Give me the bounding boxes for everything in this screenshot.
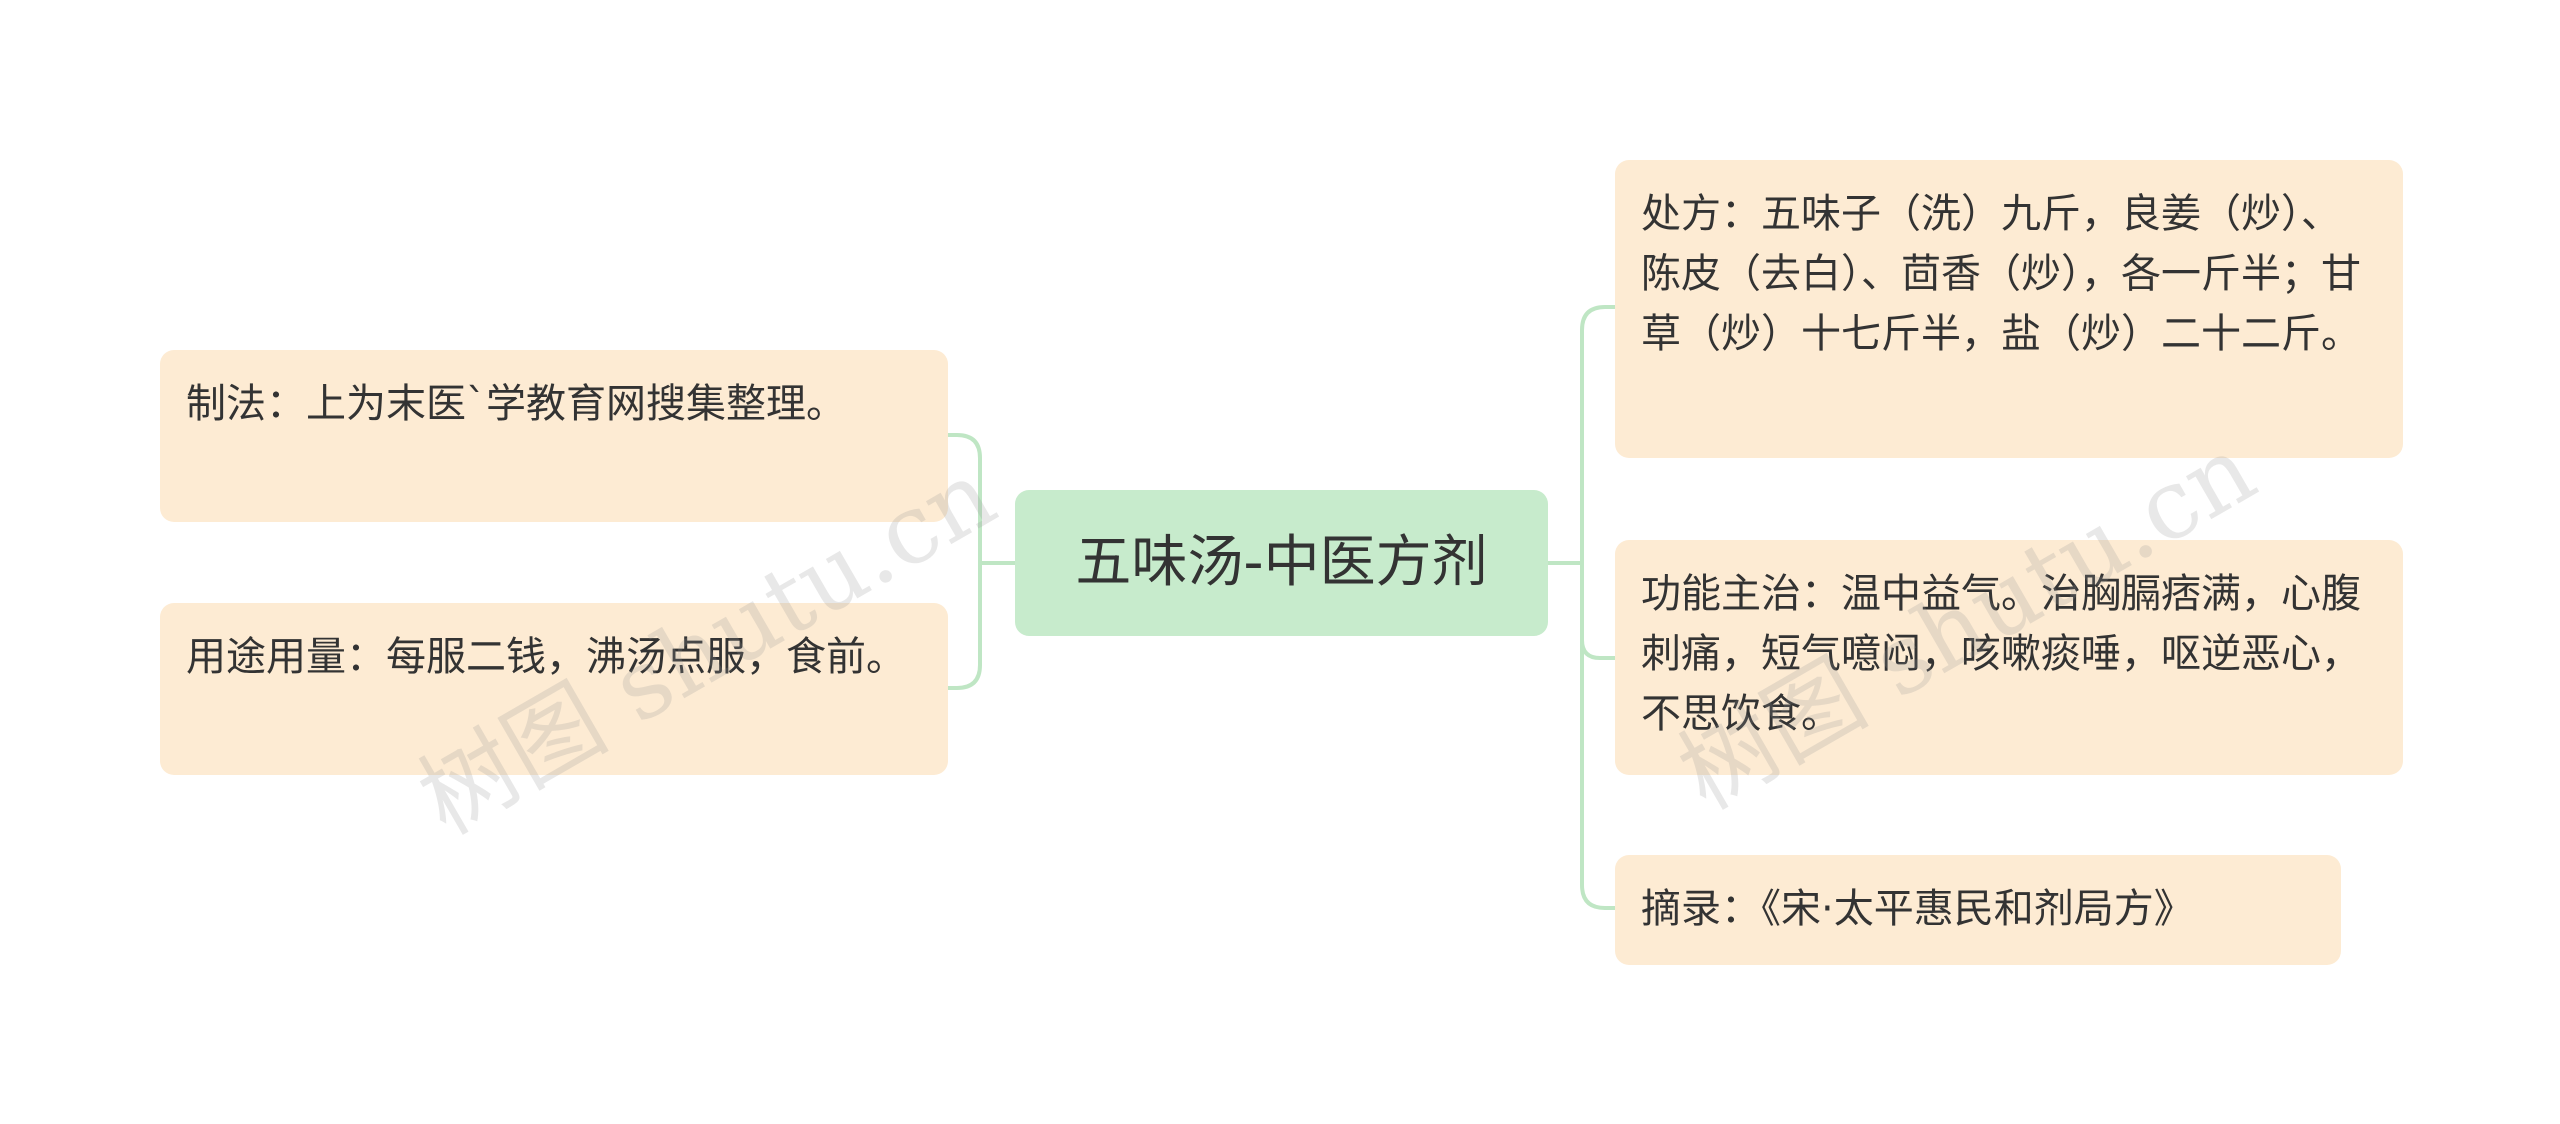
topic-source-text: 摘录：《宋·太平惠民和剂局方》 xyxy=(1641,886,2194,932)
root-topic[interactable]: 五味汤-中医方剂 xyxy=(1015,490,1548,636)
topic-preparation[interactable]: 制法：上为末医`学教育网搜集整理。 xyxy=(160,350,948,522)
topic-source[interactable]: 摘录：《宋·太平惠民和剂局方》 xyxy=(1615,855,2341,965)
topic-preparation-text: 制法：上为末医`学教育网搜集整理。 xyxy=(186,381,846,427)
connector-right-spine xyxy=(1580,305,1615,910)
topic-usage-dosage-text: 用途用量：每服二钱，沸汤点服，食前。 xyxy=(186,634,906,680)
topic-prescription-text: 处方：五味子（洗）九斤，良姜（炒）、陈皮（去白）、茴香（炒），各一斤半；甘草（炒… xyxy=(1641,191,2361,357)
connector-left-spine xyxy=(948,433,982,690)
topic-indications[interactable]: 功能主治：温中益气。治胸膈痞满，心腹刺痛，短气噫闷，咳嗽痰唾，呕逆恶心，不思饮食… xyxy=(1615,540,2403,775)
topic-indications-text: 功能主治：温中益气。治胸膈痞满，心腹刺痛，短气噫闷，咳嗽痰唾，呕逆恶心，不思饮食… xyxy=(1641,571,2361,737)
root-topic-label: 五味汤-中医方剂 xyxy=(1075,530,1488,595)
topic-prescription[interactable]: 处方：五味子（洗）九斤，良姜（炒）、陈皮（去白）、茴香（炒），各一斤半；甘草（炒… xyxy=(1615,160,2403,458)
topic-usage-dosage[interactable]: 用途用量：每服二钱，沸汤点服，食前。 xyxy=(160,603,948,775)
